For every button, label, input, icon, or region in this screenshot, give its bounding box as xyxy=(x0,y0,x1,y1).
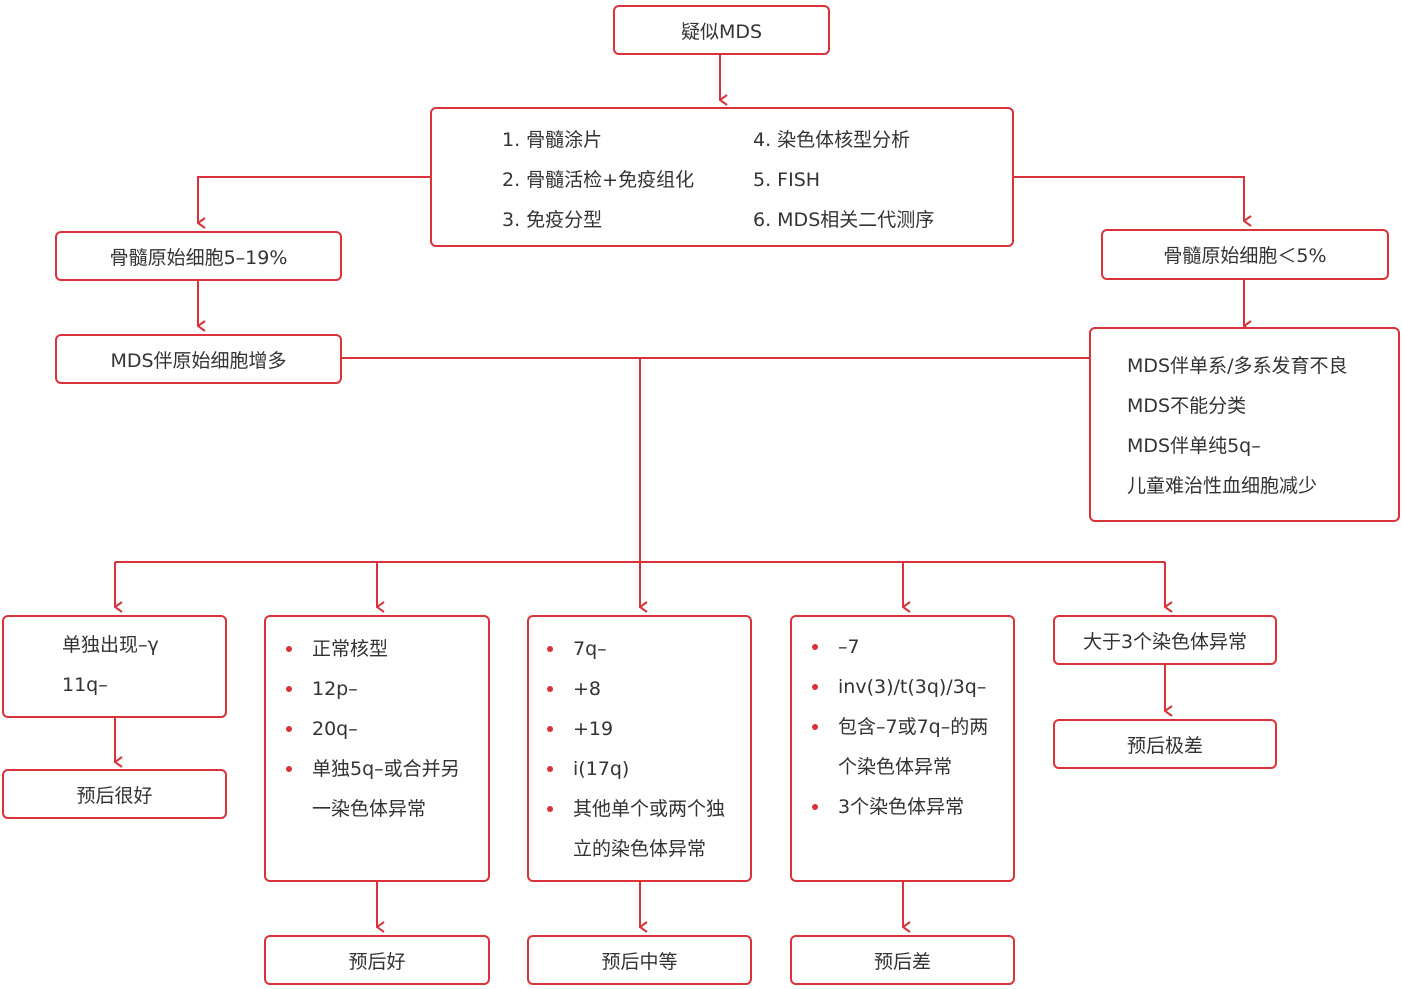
karyotype-text: –7 xyxy=(838,636,860,658)
karyotype-text: inv(3)/t(3q)/3q– xyxy=(838,676,987,698)
blast-5-19-label: 骨髓原始细胞5–19% xyxy=(109,246,288,269)
prognosis-intermediate-label: 预后中等 xyxy=(601,950,678,973)
mds-subtype-item: MDS伴单纯5q– xyxy=(1127,435,1261,457)
karyotype-item: 7q– xyxy=(547,629,607,669)
bullet-dot xyxy=(547,806,553,812)
karyotype-item-continued: 立的染色体异常 xyxy=(547,829,706,869)
karyotype-item: 单独5q–或合并另 xyxy=(286,749,460,789)
prognosis-good-box: 预后好 xyxy=(264,935,490,985)
karyotype-text: 单独5q–或合并另 xyxy=(312,758,460,780)
bullet-dot xyxy=(812,804,818,810)
prognosis-very-poor-box: 预后极差 xyxy=(1053,719,1277,769)
karyotype-text: 其他单个或两个独 xyxy=(573,798,726,820)
test-item: 3. 免疫分型 xyxy=(502,209,603,231)
bullet-dot xyxy=(547,686,553,692)
karyotype-item-continued: 个染色体异常 xyxy=(812,747,952,787)
karyotype-item: 11q– xyxy=(62,674,108,696)
bullet-dot xyxy=(812,644,818,650)
bullet-dot xyxy=(547,726,553,732)
karyotype-text: 一染色体异常 xyxy=(312,798,427,820)
karyotype-text: +19 xyxy=(573,718,614,740)
group-very-good-box: 单独出现–γ 11q– xyxy=(2,615,227,718)
prognosis-intermediate-box: 预后中等 xyxy=(527,935,752,985)
karyotype-item: 20q– xyxy=(286,709,358,749)
karyotype-item: +8 xyxy=(547,669,601,709)
karyotype-item: –7 xyxy=(812,627,860,667)
group-intermediate-box: 7q– +8 +19 i(17q) 其他单个或两个独 立的染色体异常 xyxy=(527,615,752,882)
karyotype-item: 包含–7或7q–的两 xyxy=(812,707,988,747)
prognosis-very-good-label: 预后很好 xyxy=(76,784,153,807)
bullet-dot xyxy=(286,646,292,652)
suspected-mds-label: 疑似MDS xyxy=(680,20,763,43)
test-item: 1. 骨髓涂片 xyxy=(502,129,603,151)
karyotype-item: 正常核型 xyxy=(286,629,388,669)
bullet-dot xyxy=(286,766,292,772)
karyotype-text: 20q– xyxy=(312,718,358,740)
karyotype-item: 单独出现–γ xyxy=(62,634,159,656)
karyotype-item: 其他单个或两个独 xyxy=(547,789,725,829)
test-item: 5. FISH xyxy=(753,169,821,191)
mds-excess-blasts-box: MDS伴原始细胞增多 xyxy=(55,334,342,384)
karyotype-text: 7q– xyxy=(573,638,607,660)
bullet-dot xyxy=(547,646,553,652)
prognosis-poor-label: 预后差 xyxy=(873,950,931,973)
karyotype-text: 3个染色体异常 xyxy=(838,796,965,818)
karyotype-text: 包含–7或7q–的两 xyxy=(838,716,989,738)
test-item: 6. MDS相关二代测序 xyxy=(753,209,935,231)
bullet-dot xyxy=(812,724,818,730)
karyotype-item: +19 xyxy=(547,709,613,749)
arrow-tests-to-left xyxy=(197,176,430,223)
prognosis-very-poor-label: 预后极差 xyxy=(1126,734,1203,757)
bullet-dot xyxy=(812,684,818,690)
blast-5-19-box: 骨髓原始细胞5–19% xyxy=(55,231,342,281)
group-good-box: 正常核型 12p– 20q– 单独5q–或合并另 一染色体异常 xyxy=(264,615,490,882)
test-item: 2. 骨髓活检+免疫组化 xyxy=(502,169,695,191)
karyotype-text: i(17q) xyxy=(573,758,630,780)
mds-subtypes-box: MDS伴单系/多系发育不良 MDS不能分类 MDS伴单纯5q– 儿童难治性血细胞… xyxy=(1089,327,1400,522)
karyotype-item: i(17q) xyxy=(547,749,629,789)
prognosis-very-good-box: 预后很好 xyxy=(2,769,227,819)
bullet-dot xyxy=(547,766,553,772)
mds-excess-blasts-label: MDS伴原始细胞增多 xyxy=(110,349,287,372)
karyotype-text: 个染色体异常 xyxy=(838,756,953,778)
karyotype-text: 大于3个染色体异常 xyxy=(1082,630,1248,653)
mds-subtype-item: 儿童难治性血细胞减少 xyxy=(1127,475,1318,497)
karyotype-text: +8 xyxy=(573,678,602,700)
blast-under-5-label: 骨髓原始细胞＜5% xyxy=(1163,245,1327,267)
group-very-poor-box: 大于3个染色体异常 xyxy=(1053,615,1277,665)
bullet-dot xyxy=(286,686,292,692)
suspected-mds-box: 疑似MDS xyxy=(613,5,830,55)
bullet-dot xyxy=(286,726,292,732)
test-item: 4. 染色体核型分析 xyxy=(753,129,911,151)
karyotype-text: 12p– xyxy=(312,678,358,700)
blast-under-5-box: 骨髓原始细胞＜5% xyxy=(1101,229,1389,280)
karyotype-item: 3个染色体异常 xyxy=(812,787,964,827)
karyotype-text: 立的染色体异常 xyxy=(573,838,707,860)
mds-subtype-item: MDS伴单系/多系发育不良 xyxy=(1127,355,1348,377)
diagnostic-tests-box: 1. 骨髓涂片 2. 骨髓活检+免疫组化 3. 免疫分型 4. 染色体核型分析 … xyxy=(430,107,1014,247)
prognosis-poor-box: 预后差 xyxy=(790,935,1015,985)
prognosis-good-label: 预后好 xyxy=(348,950,406,973)
karyotype-item: inv(3)/t(3q)/3q– xyxy=(812,667,986,707)
karyotype-item-continued: 一染色体异常 xyxy=(286,789,426,829)
arrow-tests-to-right xyxy=(1014,176,1244,221)
group-poor-box: –7 inv(3)/t(3q)/3q– 包含–7或7q–的两 个染色体异常 3个… xyxy=(790,615,1015,882)
karyotype-item: 12p– xyxy=(286,669,358,709)
karyotype-text: 正常核型 xyxy=(312,638,389,660)
mds-subtype-item: MDS不能分类 xyxy=(1127,395,1247,417)
